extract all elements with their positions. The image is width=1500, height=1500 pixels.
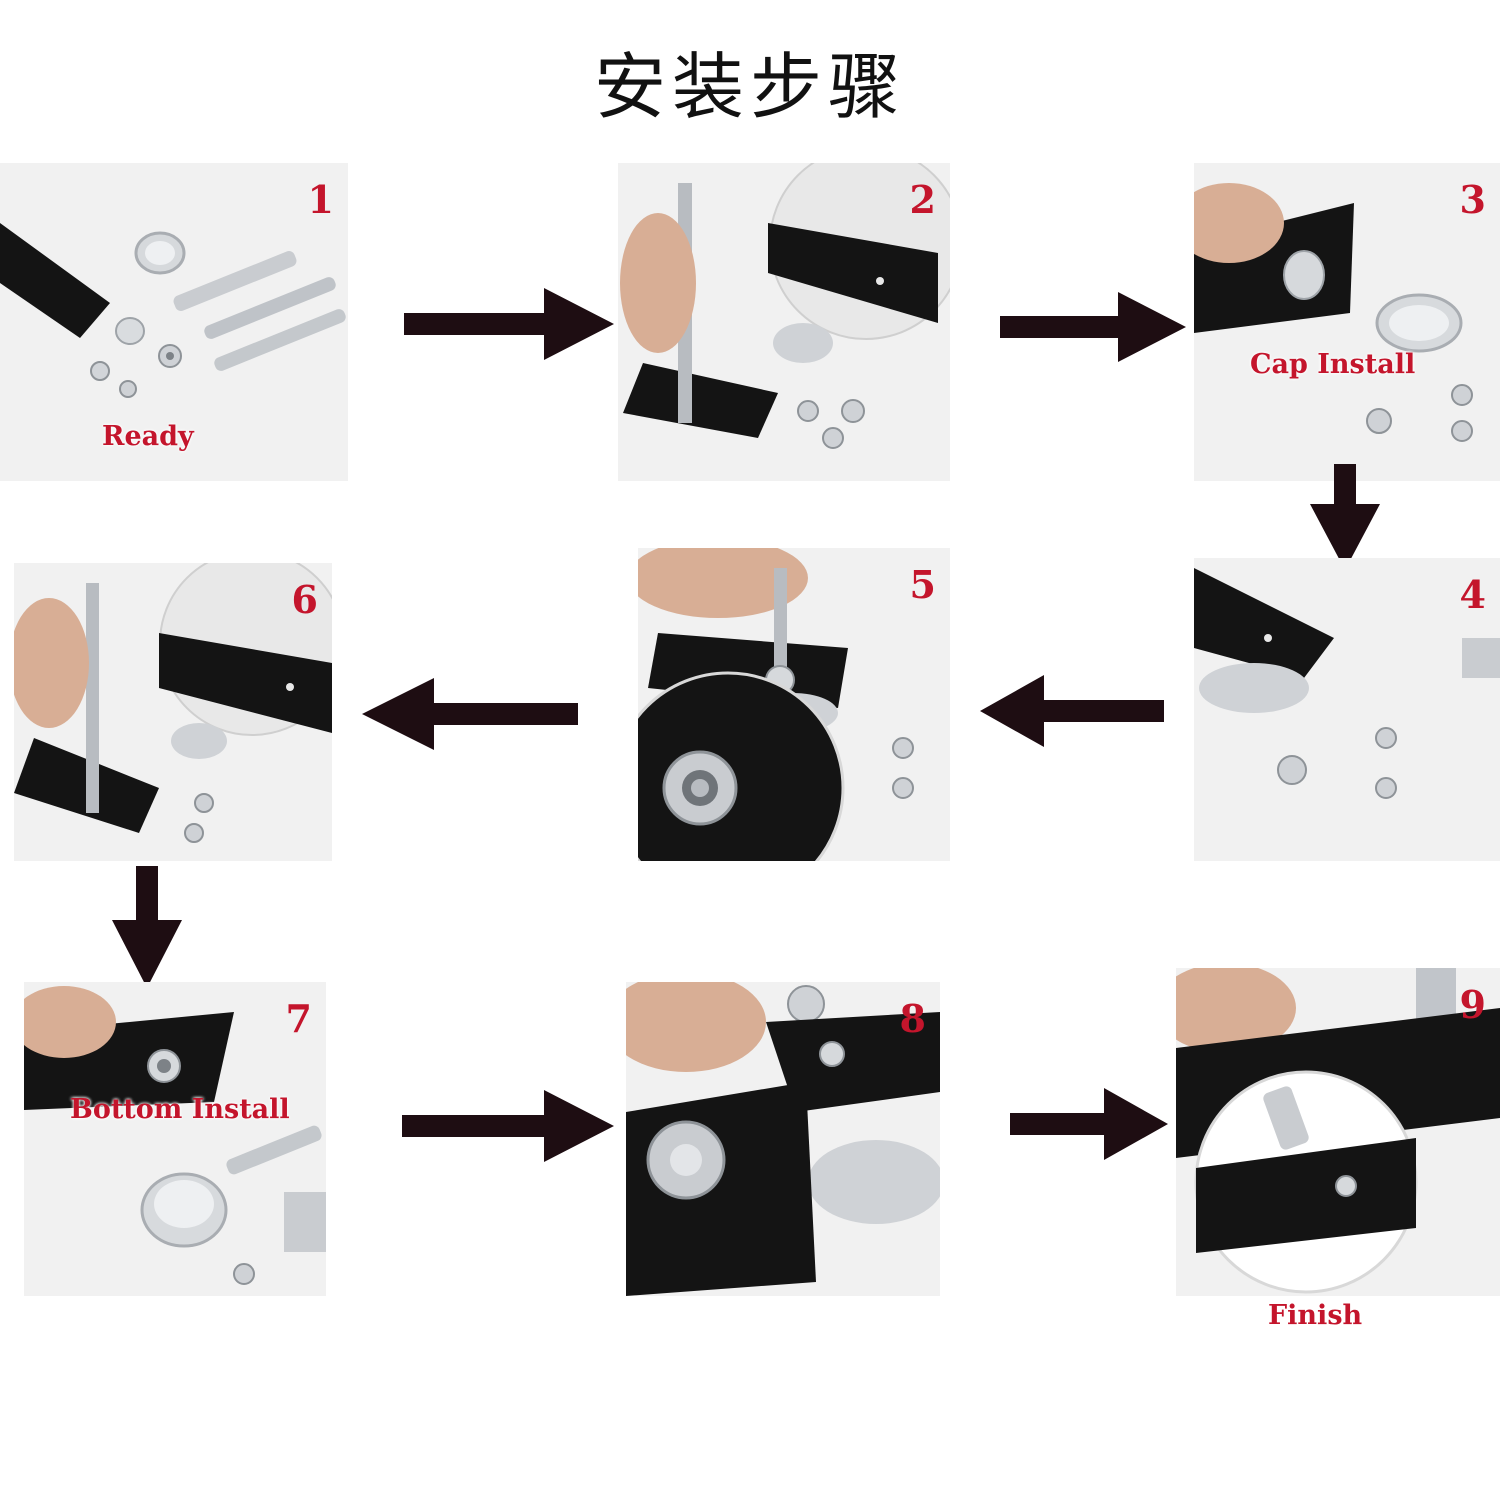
step-1-caption: Ready <box>102 421 194 452</box>
step-5-panel: 5 <box>638 548 950 861</box>
arrow-4-to-5 <box>980 675 1164 747</box>
step-8-panel: 8 <box>626 982 940 1296</box>
step-9-panel: 9 <box>1176 968 1500 1296</box>
step-7-panel: 7 Bottom Install <box>24 982 326 1296</box>
step-9-illustration <box>1176 968 1500 1294</box>
step-3-caption: Cap Install <box>1250 349 1416 380</box>
arrow-1-to-2 <box>404 288 614 360</box>
step-4-illustration <box>1194 568 1500 799</box>
step-2-number: 2 <box>909 177 936 222</box>
step-7-illustration <box>24 986 326 1285</box>
page-title: 安装步骤 <box>593 45 906 129</box>
step-4-panel: 4 <box>1194 558 1500 861</box>
step-3-panel: 3 Cap Install <box>1194 163 1500 481</box>
step-2-panel: 2 <box>618 163 950 481</box>
step-6-number: 6 <box>291 577 318 622</box>
arrow-7-to-8 <box>402 1090 614 1162</box>
arrow-3-to-4 <box>1310 464 1380 570</box>
step-5-number: 5 <box>909 562 936 607</box>
step-5-illustration <box>638 548 914 861</box>
arrow-6-to-7 <box>112 866 182 988</box>
arrow-2-to-3 <box>1000 292 1186 362</box>
step-2-illustration <box>620 163 950 449</box>
arrow-5-to-6 <box>362 678 578 750</box>
step-1-illustration <box>0 223 346 398</box>
step-7-number: 7 <box>285 996 312 1041</box>
arrow-8-to-9 <box>1010 1088 1168 1160</box>
step-8-number: 8 <box>899 996 926 1041</box>
finish-caption: Finish <box>1268 1300 1363 1331</box>
step-1-panel: 1 Ready <box>0 163 348 481</box>
step-7-caption: Bottom Install <box>70 1094 290 1125</box>
step-8-illustration <box>626 982 940 1296</box>
step-9-number: 9 <box>1459 982 1486 1027</box>
step-1-number: 1 <box>307 177 334 222</box>
step-6-panel: 6 <box>14 563 332 861</box>
step-3-number: 3 <box>1459 177 1486 222</box>
step-3-illustration <box>1194 183 1473 442</box>
step-6-illustration <box>14 563 332 843</box>
step-4-number: 4 <box>1459 572 1486 617</box>
